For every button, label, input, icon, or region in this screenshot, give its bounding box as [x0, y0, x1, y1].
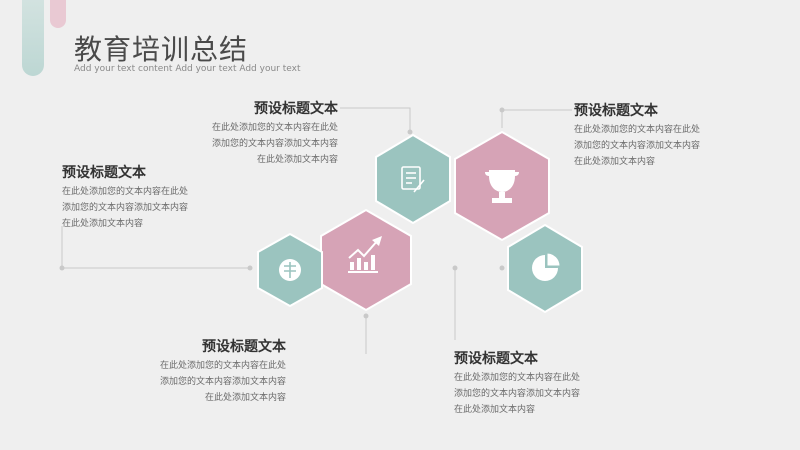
trophy-icon [485, 170, 519, 203]
text-block-2: 预设标题文本 在此处添加您的文本内容在此处 添加您的文本内容添加文本内容 在此处… [574, 100, 724, 172]
block-1-title: 预设标题文本 [254, 101, 338, 117]
connector-b1 [340, 107, 411, 130]
page-subtitle: Add your text content Add your text Add … [74, 64, 301, 74]
block-3-line-3: 在此处添加文本内容 [62, 219, 144, 229]
hexagon-teal-document [375, 133, 451, 225]
block-5-line-1: 在此处添加您的文本内容在此处 [454, 373, 581, 383]
block-3-line-1: 在此处添加您的文本内容在此处 [62, 187, 189, 197]
block-4-line-1: 在此处添加您的文本内容在此处 [159, 361, 286, 371]
block-4-line-3: 在此处添加文本内容 [204, 393, 286, 403]
block-2-line-1: 在此处添加您的文本内容在此处 [574, 125, 701, 135]
hexagon-pink-growth [320, 208, 412, 312]
document-pen-icon [401, 166, 425, 193]
page-title: 教育培训总结 [74, 33, 249, 66]
coin-icon [279, 259, 301, 281]
block-3-title: 预设标题文本 [62, 165, 146, 181]
connector-dots [59, 107, 505, 319]
block-5-line-3: 在此处添加文本内容 [454, 405, 536, 415]
accent-bar [22, 0, 44, 76]
block-3-line-2: 添加您的文本内容添加文本内容 [62, 203, 189, 213]
block-4-line-2: 添加您的文本内容添加文本内容 [159, 377, 286, 387]
block-1-line-2: 添加您的文本内容添加文本内容 [211, 139, 338, 149]
text-block-5: 预设标题文本 在此处添加您的文本内容在此处 添加您的文本内容添加文本内容 在此处… [454, 348, 604, 420]
block-5-title: 预设标题文本 [454, 351, 538, 367]
accent-bar-secondary [50, 0, 66, 28]
block-5-line-2: 添加您的文本内容添加文本内容 [454, 389, 581, 399]
text-block-3: 预设标题文本 在此处添加您的文本内容在此处 添加您的文本内容添加文本内容 在此处… [62, 162, 212, 234]
block-2-title: 预设标题文本 [574, 103, 658, 119]
pie-chart-icon [532, 252, 561, 281]
block-1-line-1: 在此处添加您的文本内容在此处 [211, 123, 338, 133]
block-2-line-3: 在此处添加文本内容 [574, 157, 656, 167]
text-block-4: 预设标题文本 在此处添加您的文本内容在此处 添加您的文本内容添加文本内容 在此处… [138, 336, 286, 408]
growth-chart-icon [348, 236, 382, 273]
block-4-title: 预设标题文本 [202, 339, 286, 355]
block-1-line-3: 在此处添加文本内容 [256, 155, 338, 165]
text-block-1: 预设标题文本 在此处添加您的文本内容在此处 添加您的文本内容添加文本内容 在此处… [190, 98, 338, 170]
block-2-line-2: 添加您的文本内容添加文本内容 [574, 141, 701, 151]
